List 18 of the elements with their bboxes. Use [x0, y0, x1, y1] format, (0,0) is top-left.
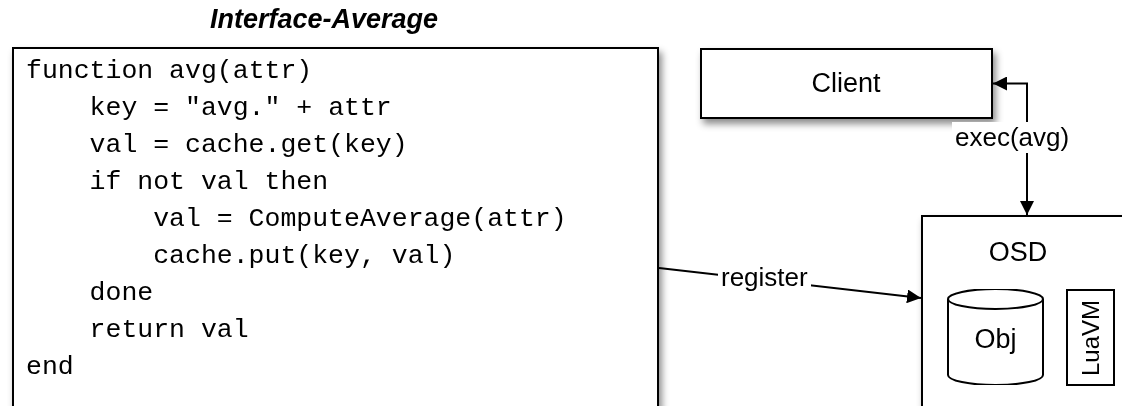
code-line: end	[26, 351, 74, 384]
code-line: val = ComputeAverage(attr)	[153, 203, 567, 236]
osd-box	[921, 215, 1122, 406]
vm-box	[1066, 289, 1115, 386]
code-line: if not val then	[89, 166, 329, 199]
code-line: cache.put(key, val)	[153, 240, 456, 273]
panel-title: Interface-Average	[208, 4, 440, 35]
code-line: function avg(attr)	[26, 55, 313, 88]
box-label: Client	[810, 68, 882, 99]
cylinder-label: Obj	[973, 324, 1018, 355]
code-line: return val	[89, 314, 249, 347]
code-line: key = "avg." + attr	[89, 92, 392, 125]
client-box	[700, 48, 993, 119]
vertical-label: LuaVM	[1076, 299, 1105, 376]
code-line: done	[89, 277, 154, 310]
code-line: val = cache.get(key)	[89, 129, 408, 162]
box-label: OSD	[987, 237, 1049, 268]
storage-cylinder	[947, 289, 1044, 385]
